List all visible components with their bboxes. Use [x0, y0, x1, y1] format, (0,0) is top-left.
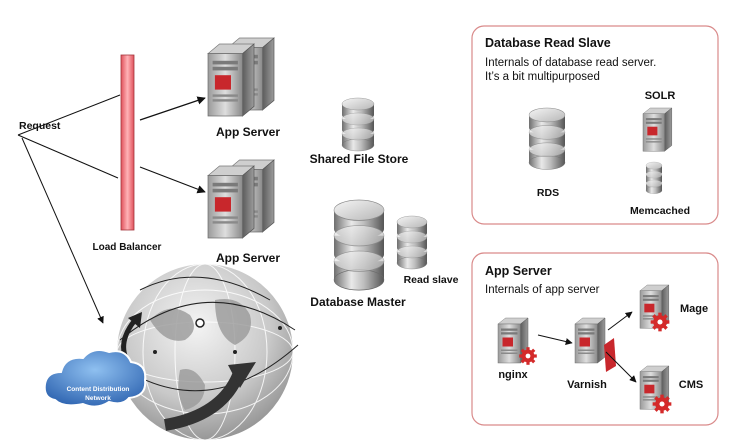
- nginx-to-varnish-arrow: [537, 334, 573, 345]
- mage-label: Mage: [680, 303, 708, 315]
- lb-to-app-bottom-arrow: [139, 166, 206, 194]
- cms-server-icon: [639, 365, 672, 414]
- globe-icon: [116, 263, 299, 441]
- app-server-box-title: App Server: [485, 264, 552, 278]
- lb-to-app-top-arrow: [139, 96, 206, 121]
- varnish-to-mage-arrow: [607, 311, 633, 331]
- read-slave-box-title: Database Read Slave: [485, 36, 611, 50]
- app-server-top-label: App Server: [216, 125, 280, 139]
- load-balancer: [120, 54, 135, 231]
- read-slave-box-desc-line2: It’s a bit multipurposed: [485, 71, 600, 83]
- app-server-bottom-label: App Server: [216, 251, 280, 265]
- varnish-to-cms-arrow: [605, 351, 637, 383]
- load-balancer-label: Load Balancer: [93, 242, 162, 253]
- rds-icon: [528, 107, 566, 170]
- request-label: Request: [19, 120, 61, 132]
- app-server-top-icon: [207, 37, 275, 117]
- mage-server-icon: [639, 284, 670, 332]
- cdn-label-line1: Content Distribution: [67, 386, 130, 393]
- memcached-icon: [645, 161, 663, 194]
- cdn-cloud-icon: [43, 349, 147, 408]
- read-slave-box-desc-line1: Internals of database read server.: [485, 57, 656, 69]
- read-slave-icon: [396, 215, 428, 270]
- solr-label: SOLR: [645, 90, 676, 102]
- varnish-label: Varnish: [567, 379, 607, 391]
- solr-server-icon: [642, 107, 673, 152]
- request-arrows: [17, 94, 121, 324]
- cms-label: CMS: [679, 379, 703, 391]
- nginx-label: nginx: [498, 369, 528, 381]
- rds-label: RDS: [537, 187, 559, 199]
- memcached-label: Memcached: [630, 205, 690, 217]
- read-slave-label: Read slave: [404, 274, 459, 286]
- shared-file-store-label: Shared File Store: [310, 152, 409, 166]
- read-slave-box: [471, 25, 719, 225]
- database-master-icon: [333, 199, 385, 291]
- app-server-box-desc: Internals of app server: [485, 284, 600, 296]
- cdn-label-line2: Network: [85, 395, 111, 402]
- app-server-bottom-icon: [207, 159, 275, 239]
- varnish-server-icon: [574, 317, 616, 372]
- database-master-label: Database Master: [310, 295, 406, 309]
- shared-file-store-icon: [341, 97, 375, 152]
